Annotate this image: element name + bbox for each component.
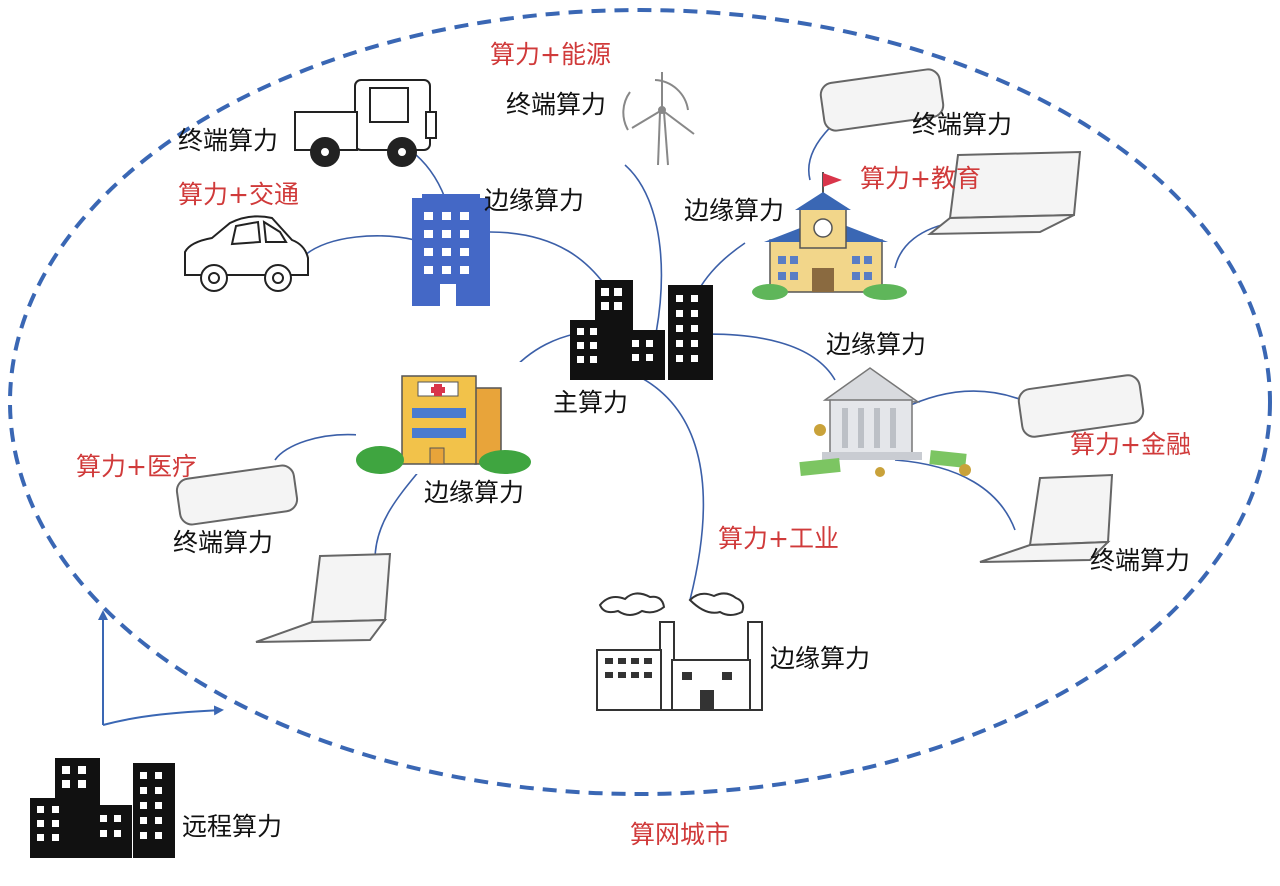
label-terminal-energy: 终端算力 bbox=[506, 90, 607, 119]
bank-icon bbox=[799, 367, 971, 477]
label-medical: 算力+医疗 bbox=[76, 452, 197, 481]
label-terminal-right: 终端算力 bbox=[1090, 546, 1191, 575]
link-bank-laptop bbox=[894, 459, 1016, 531]
link-office-main bbox=[489, 231, 606, 286]
wind-turbine-icon bbox=[622, 72, 695, 166]
label-edge-school: 边缘算力 bbox=[684, 196, 785, 225]
label-main: 主算力 bbox=[553, 388, 629, 417]
phone-icon bbox=[175, 464, 299, 526]
label-terminal-phone-top: 终端算力 bbox=[912, 110, 1013, 139]
hospital-icon bbox=[356, 362, 532, 474]
main-datacenter-icon bbox=[570, 280, 713, 380]
car-icon bbox=[184, 215, 309, 292]
laptop-icon bbox=[255, 552, 392, 643]
label-education: 算力+教育 bbox=[860, 164, 981, 193]
label-remote: 远程算力 bbox=[182, 812, 283, 841]
city-boundary bbox=[8, 8, 1272, 796]
phone-icon bbox=[1017, 374, 1145, 438]
laptop-icon bbox=[927, 150, 1082, 236]
phone-icon bbox=[819, 68, 945, 132]
label-edge-bank: 边缘算力 bbox=[826, 330, 927, 359]
label-industry: 算力+工业 bbox=[718, 524, 839, 553]
truck-icon bbox=[294, 79, 437, 167]
label-edge-hospital: 边缘算力 bbox=[424, 478, 525, 507]
label-energy: 算力+能源 bbox=[490, 40, 611, 69]
remote-arrow-right bbox=[102, 705, 224, 726]
link-car-office bbox=[304, 235, 416, 256]
label-finance: 算力+金融 bbox=[1070, 430, 1191, 459]
remote-datacenter-icon bbox=[30, 758, 175, 858]
link-main-factory bbox=[624, 369, 705, 601]
label-terminal-truck: 终端算力 bbox=[178, 126, 279, 155]
laptop-icon bbox=[979, 473, 1114, 563]
factory-icon bbox=[596, 592, 763, 711]
office-building-icon bbox=[412, 194, 490, 306]
link-bank-phone bbox=[899, 390, 1023, 411]
label-city: 算网城市 bbox=[630, 820, 731, 849]
link-hospital-laptop bbox=[374, 469, 421, 561]
label-terminal-left: 终端算力 bbox=[173, 528, 274, 557]
label-edge-office: 边缘算力 bbox=[484, 186, 585, 215]
label-transport: 算力+交通 bbox=[178, 180, 299, 209]
label-edge-factory: 边缘算力 bbox=[770, 644, 871, 673]
school-icon bbox=[752, 172, 907, 300]
link-hospital-phone bbox=[274, 433, 361, 461]
